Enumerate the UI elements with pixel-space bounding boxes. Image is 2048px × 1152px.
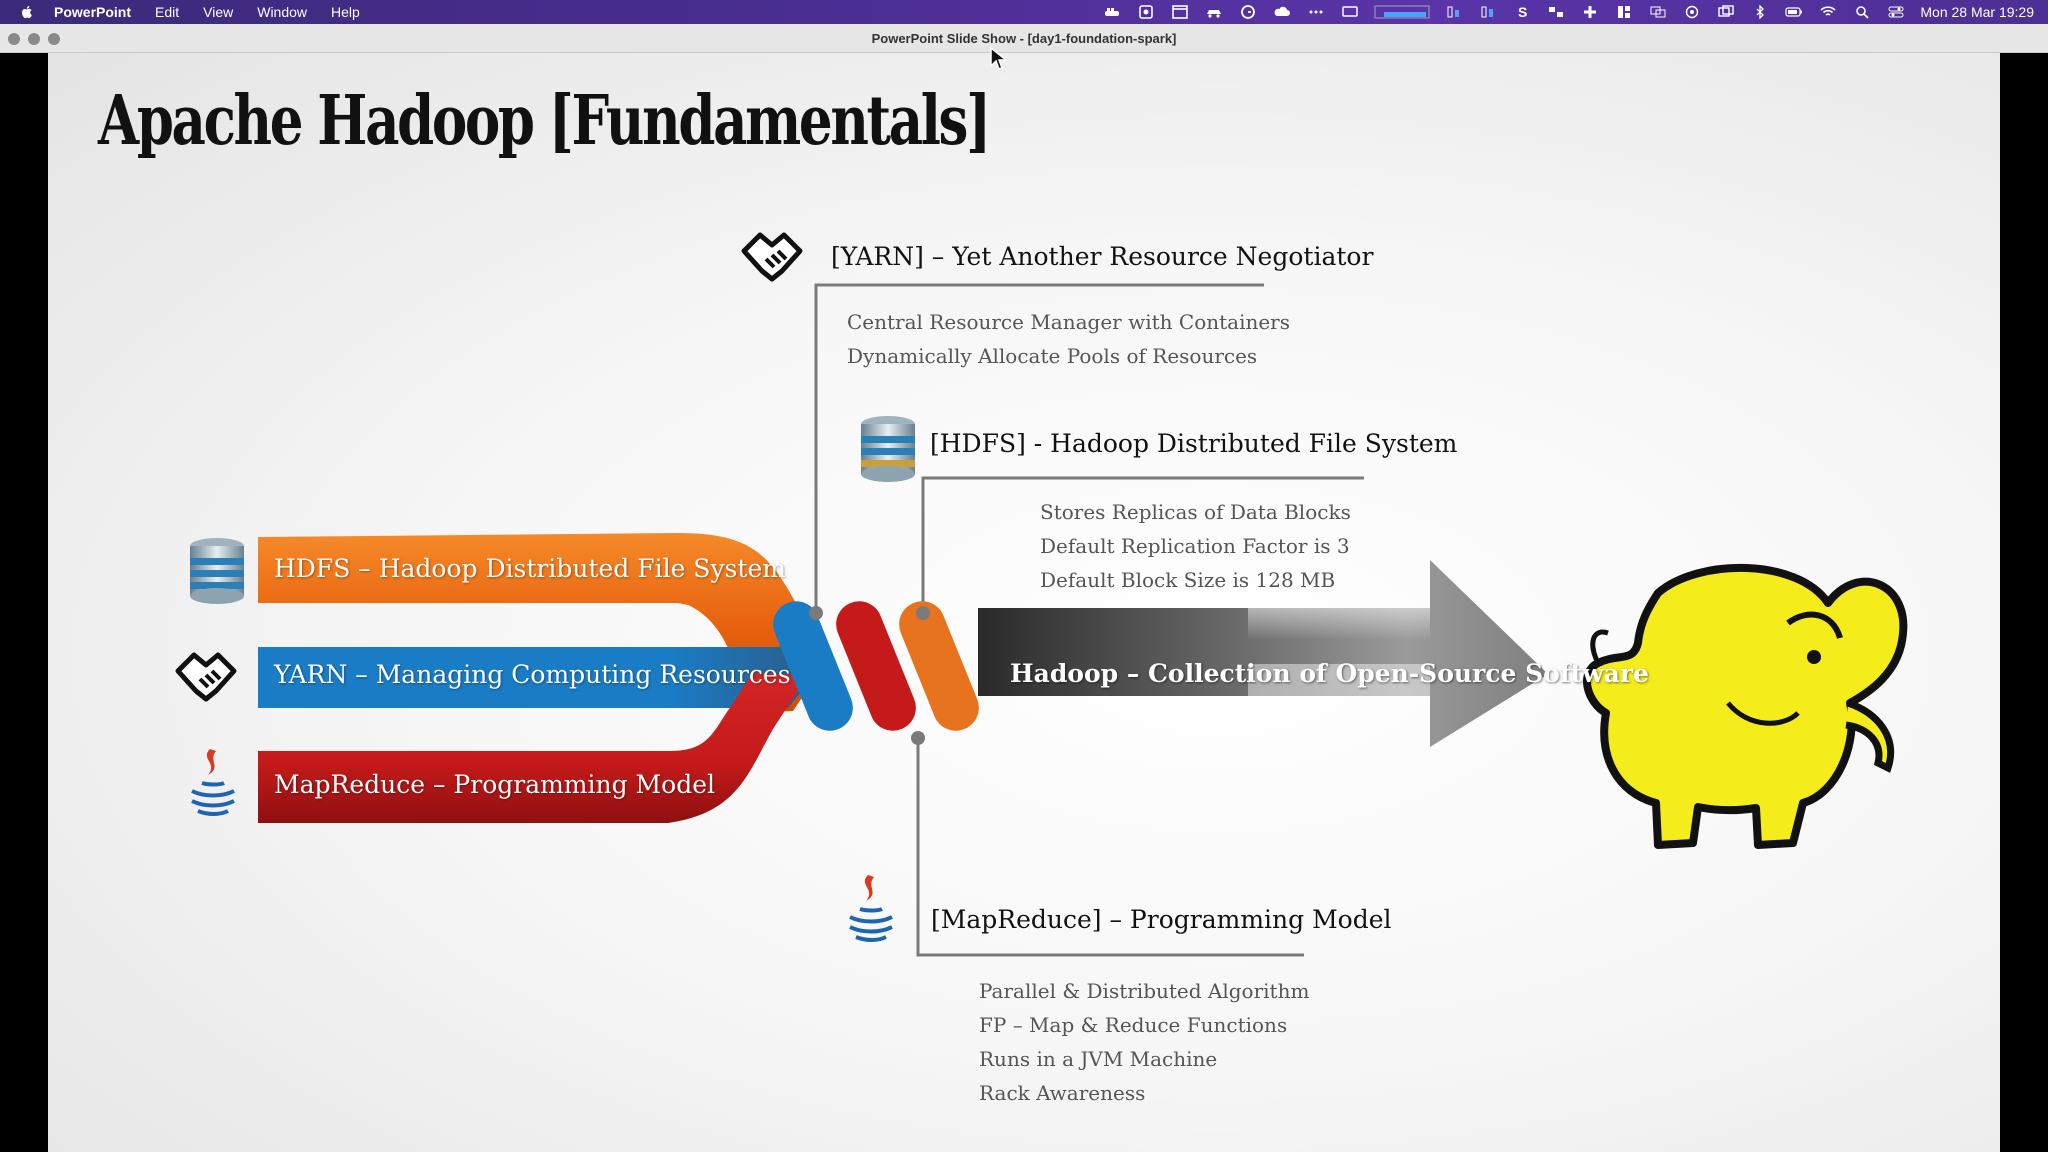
status-area: S Mon 28 Mar 19:29 [1088,0,2034,24]
control-center-icon[interactable] [1886,5,1906,19]
menu-help[interactable]: Help [331,4,360,20]
network-icon[interactable] [1546,5,1566,19]
slide[interactable]: Apache Hadoop [Fundamentals] HDFS – Hado… [48,53,2000,1152]
mapreduce-java-icon [849,875,893,942]
apple-menu-icon[interactable] [19,4,35,20]
memory-icon[interactable] [1444,5,1464,19]
wifi-icon[interactable] [1818,5,1838,19]
mouse-cursor-icon [990,47,1008,70]
battery-icon[interactable] [1784,5,1804,19]
search-icon[interactable] [1852,5,1872,19]
window-titlebar: PowerPoint Slide Show - [day1-foundation… [0,24,2048,53]
yarn-section-bullets: Central Resource Manager with Containers… [847,305,1290,373]
translate-icon[interactable] [1648,5,1668,19]
windows-icon[interactable] [1716,5,1736,19]
mapreduce-bullet-3: Runs in a JVM Machine [979,1047,1218,1071]
mapreduce-section-heading: [MapReduce] – Programming Model [931,905,1392,934]
display-icon[interactable] [1340,5,1360,19]
menu-view[interactable]: View [203,4,234,20]
cpu-graph-icon[interactable] [1374,5,1430,19]
twist-capsules [773,601,979,731]
menu-bar: PowerPoint Edit View Window Help S Mon 2… [0,0,2048,24]
s-app-icon[interactable]: S [1512,5,1532,19]
hadoop-diagram [175,232,1908,957]
yarn-band-label: YARN – Managing Computing Resources [274,660,791,689]
cloud-icon[interactable] [1272,5,1292,19]
java-icon [191,749,235,816]
app-menu-powerpoint[interactable]: PowerPoint [54,4,132,20]
grammarly-icon[interactable] [1238,5,1258,19]
bluetooth-icon[interactable] [1750,5,1770,19]
slide-title: Apache Hadoop [Fundamentals] [98,81,991,161]
mapreduce-bullet-2: FP – Map & Reduce Functions [979,1013,1288,1037]
yarn-bullet-1: Central Resource Manager with Containers [847,310,1291,334]
mapreduce-section-bullets: Parallel & Distributed Algorithm FP – Ma… [979,974,1309,1110]
hdfs-band-label: HDFS – Hadoop Distributed File System [274,554,786,583]
yarn-section-heading: [YARN] – Yet Another Resource Negotiator [831,242,1374,271]
yarn-band [258,647,810,708]
window-manager-icon[interactable] [1170,5,1190,19]
window-title: PowerPoint Slide Show - [day1-foundation… [871,30,1177,46]
menu-edit[interactable]: Edit [155,4,180,20]
handshake-icon [175,652,237,702]
menu-window[interactable]: Window [257,4,308,20]
close-window-button[interactable] [8,33,20,45]
hdfs-band [258,533,828,713]
yarn-bullet-2: Dynamically Allocate Pools of Resources [847,344,1258,368]
hadoop-elephant-icon [1583,563,1908,849]
hdfs-section-heading: [HDFS] - Hadoop Distributed File System [930,429,1458,458]
database-icon [190,538,244,604]
svg-text:S: S [1518,5,1527,19]
mapreduce-band [258,673,808,823]
mapreduce-bullet-4: Rack Awareness [979,1081,1146,1105]
slide-show-area[interactable]: Apache Hadoop [Fundamentals] HDFS – Hado… [0,53,2048,1152]
disk-icon[interactable] [1478,5,1498,19]
hadoop-arrow-label: Hadoop – Collection of Open-Source Softw… [1010,659,1649,688]
zoom-window-button[interactable] [48,33,60,45]
connector-lines [814,283,1364,957]
hdfs-bullet-2: Default Replication Factor is 3 [1040,534,1350,558]
hdfs-section-bullets: Stores Replicas of Data Blocks Default R… [1040,495,1351,597]
docker-icon[interactable] [1102,5,1122,19]
mapreduce-band-label: MapReduce – Programming Model [274,770,716,799]
window-controls [8,33,68,45]
car-icon[interactable] [1204,5,1224,19]
hdfs-bullet-3: Default Block Size is 128 MB [1040,568,1336,592]
screen-capture-icon[interactable] [1136,5,1156,19]
plus-icon[interactable] [1580,5,1600,19]
record-icon[interactable] [1682,5,1702,19]
yarn-handshake-icon [741,232,803,282]
more-dots-icon[interactable] [1306,5,1326,19]
mapreduce-bullet-1: Parallel & Distributed Algorithm [979,979,1310,1003]
layout-icon[interactable] [1614,5,1634,19]
hadoop-arrow [978,560,1548,747]
hdfs-bullet-1: Stores Replicas of Data Blocks [1040,500,1351,524]
minimize-window-button[interactable] [28,33,40,45]
menubar-clock[interactable]: Mon 28 Mar 19:29 [1920,4,2034,20]
hdfs-database-icon [861,416,915,482]
